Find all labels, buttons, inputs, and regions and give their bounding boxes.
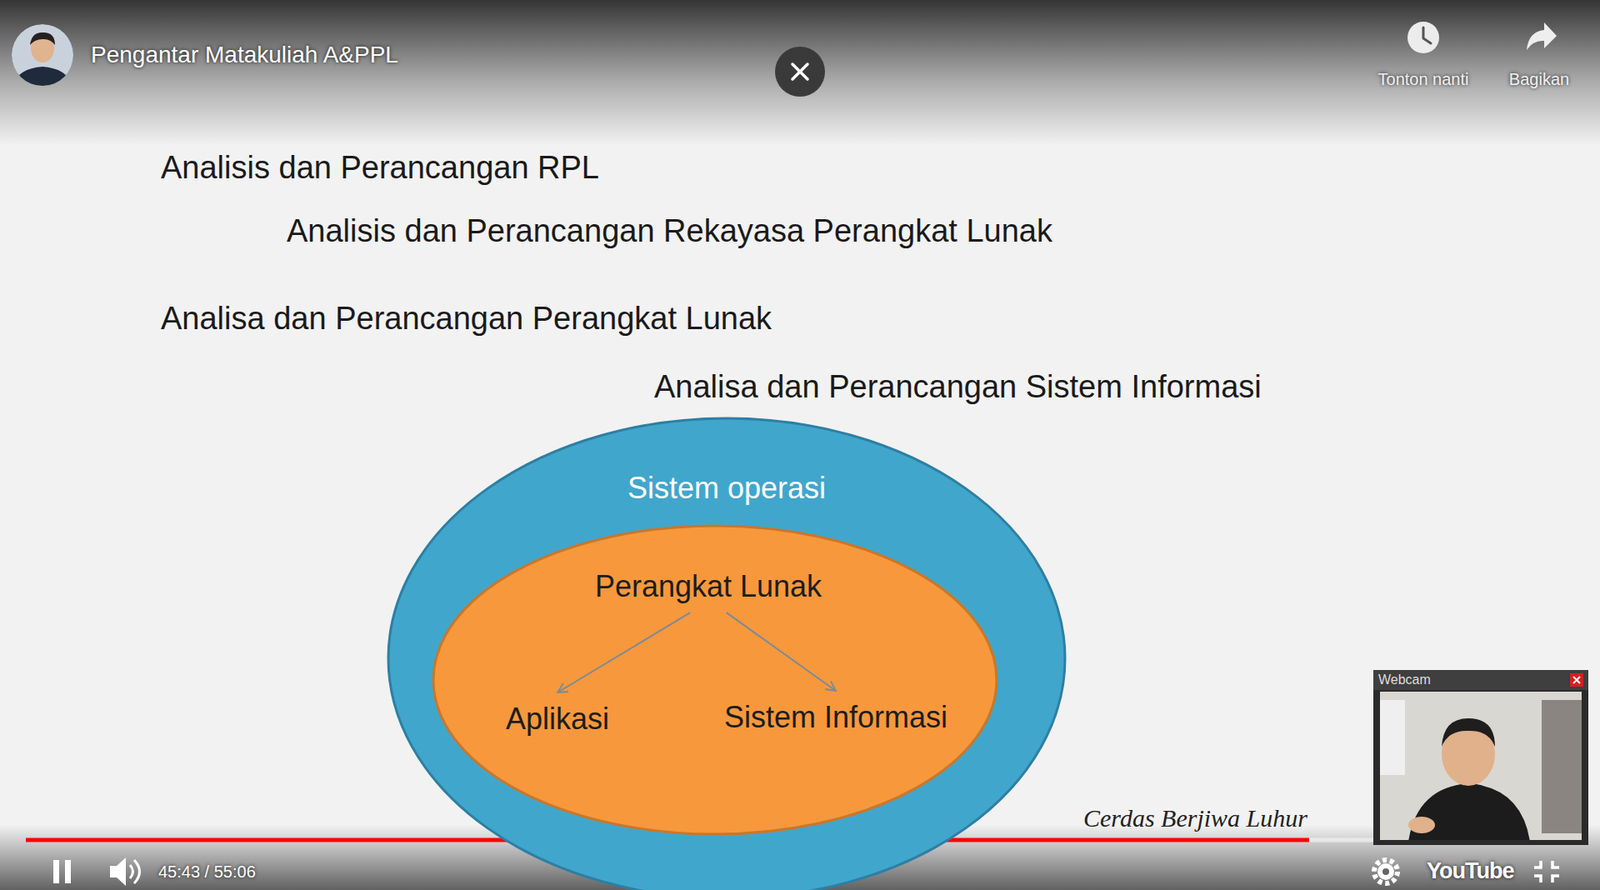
watch-later-label: Tonton nanti — [1378, 69, 1470, 90]
exit-fullscreen-icon — [1534, 860, 1560, 883]
slide-heading: Analisis dan Perancangan RPL — [160, 149, 600, 188]
volume-icon — [110, 857, 140, 886]
node-title: Perangkat Lunak — [595, 568, 822, 605]
share-label: Bagikan — [1509, 69, 1570, 90]
webcam-window — [1373, 670, 1589, 845]
close-button — [775, 46, 825, 97]
channel-avatar — [11, 24, 74, 89]
slide-heading: Analisa dan Perancangan Sistem Informasi — [654, 368, 1262, 407]
webcam-title: Webcam — [1378, 671, 1431, 688]
video-title: Pengantar Matakuliah A&PPL — [90, 40, 399, 70]
top-shade — [0, 0, 1600, 146]
category-node: Aplikasi — [500, 695, 615, 743]
watermark: Cerdas Berjiwa Luhur — [1083, 803, 1308, 834]
settings-gear — [1374, 860, 1398, 884]
slide-heading: Analisa dan Perancangan Perangkat Lunak — [160, 300, 772, 339]
category-node: Sistem Informasi — [719, 694, 954, 741]
os-ellipse: Sistem operasiPerangkat LunakAplikasi Sis… — [386, 416, 1067, 890]
time-display: 45:43 / 55:06 — [158, 861, 256, 882]
node-title: Sistem operasi — [627, 470, 826, 506]
slide-heading: Analisis dan Perancangan Rekayasa Perang… — [286, 212, 1053, 251]
software-ellipse: Perangkat LunakAplikasi Sistem Informasi — [431, 524, 999, 836]
pause-icon — [53, 860, 71, 884]
clock-icon — [1407, 21, 1440, 54]
node-label: Sistem Informasi — [724, 699, 949, 735]
node-label: Aplikasi — [505, 700, 610, 737]
share-icon — [1526, 22, 1557, 50]
youtube-logo: YouTube — [1426, 857, 1514, 885]
